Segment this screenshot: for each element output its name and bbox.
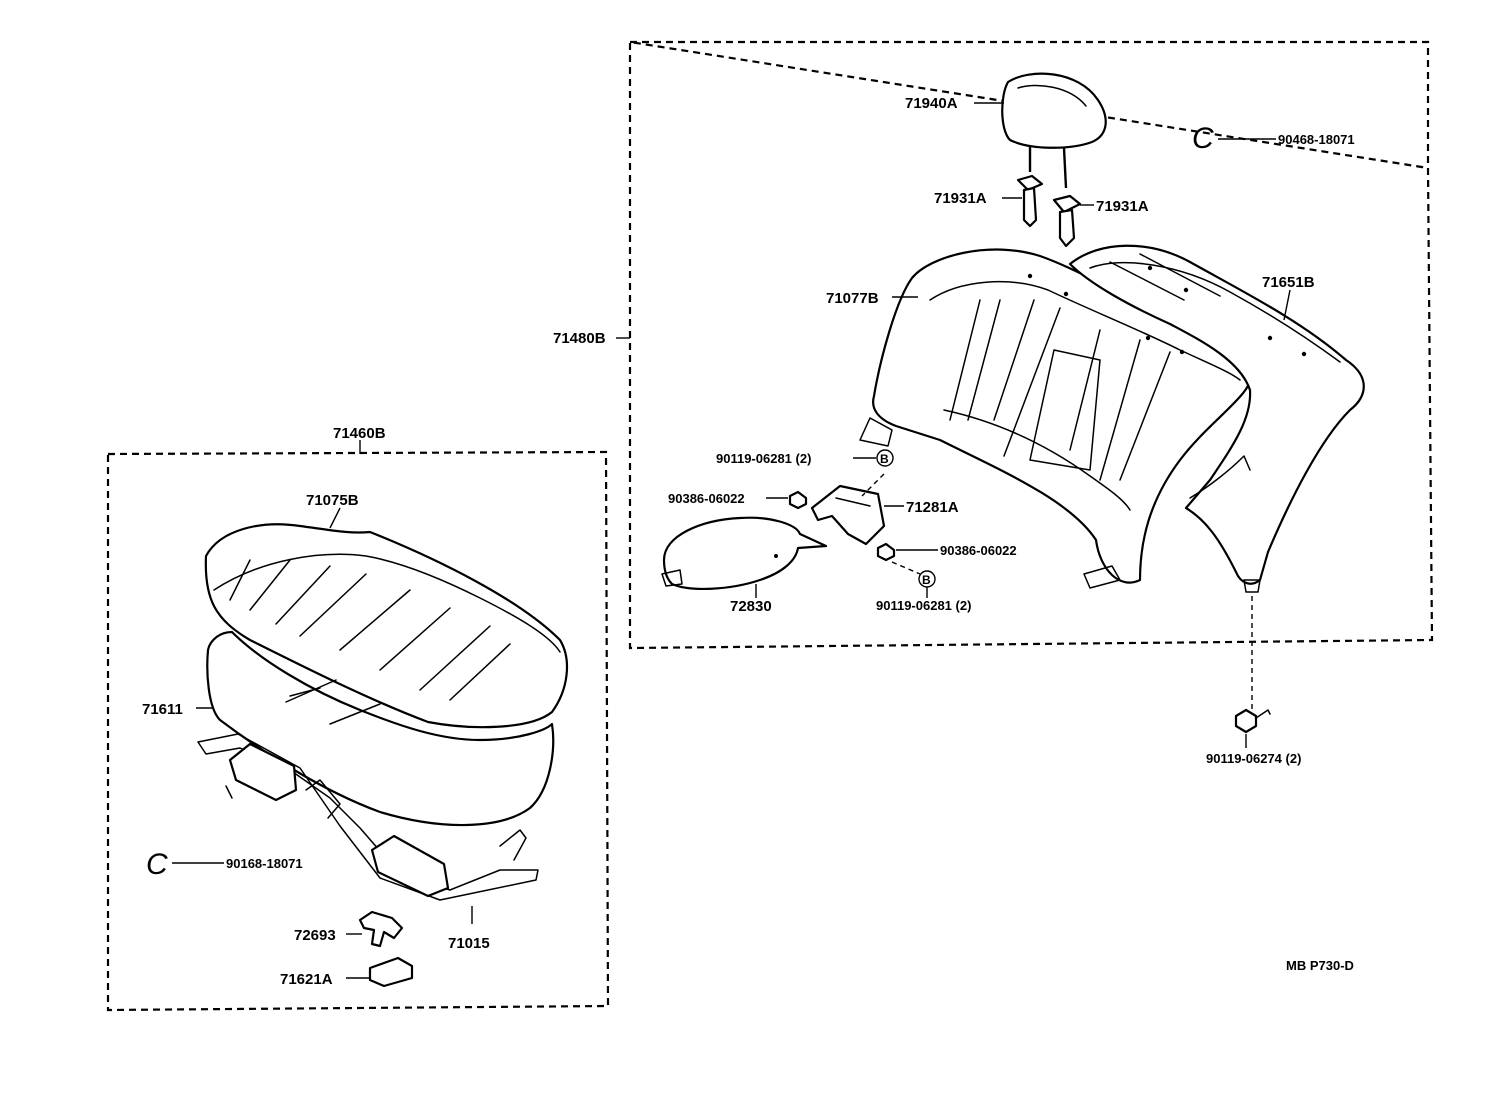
label-nut-right: 90386-06022 [940, 543, 1017, 558]
armrest: 72830 [661, 516, 828, 615]
label-hook: 72693 [294, 927, 336, 944]
label-bolt-bottom: 90119-06274 (2) [1206, 751, 1301, 766]
bolt-bottom: 90119-06274 (2) [1206, 596, 1301, 766]
cushion-cover: 71075B [204, 492, 568, 729]
seat-cushion-group: 71460B [106, 425, 610, 1012]
label-hinge: 71281A [906, 499, 959, 516]
label-bolt-b-bottom: 90119-06281 (2) [876, 598, 971, 613]
stopper: 71621A [280, 956, 414, 988]
label-support-left: 71931A [934, 190, 987, 207]
clip-back-callout: C 90468-18071 [1192, 122, 1355, 155]
label-back-cover-right: 71651B [1262, 274, 1315, 291]
label-clip-back: 90468-18071 [1278, 132, 1355, 147]
headrest: 71940A [905, 72, 1107, 189]
hook: 72693 [294, 910, 404, 948]
group-label-seat-cushion: 71460B [333, 425, 386, 442]
cushion-frame: 71015 [197, 733, 539, 952]
group-label-seat-back: 71480B [553, 330, 606, 347]
nut-left: 90386-06022 [668, 490, 808, 510]
bolt-symbol-bottom: B [922, 573, 931, 587]
label-cushion-cover: 71075B [306, 492, 359, 509]
headrest-support-left: 71931A [934, 174, 1044, 228]
hinge-bracket: 71281A [810, 484, 959, 546]
label-bolt-b-top: 90119-06281 (2) [716, 451, 811, 466]
headrest-support-right: 71931A [1052, 194, 1149, 248]
seat-back-group: 71480B [553, 40, 1434, 650]
clip-cushion-callout: C 90168-18071 [146, 848, 303, 881]
label-cushion-pad: 71611 [142, 701, 183, 718]
bolt-symbol-top: B [880, 452, 889, 466]
clip-symbol-cushion: C [146, 848, 168, 881]
label-headrest: 71940A [905, 95, 958, 112]
label-back-cover-left: 71077B [826, 290, 879, 307]
nut-right: 90386-06022 [876, 542, 1017, 562]
label-frame: 71015 [448, 935, 490, 952]
label-clip-cushion: 90168-18071 [226, 856, 303, 871]
label-stopper: 71621A [280, 971, 333, 988]
drawing-code: MB P730-D [1286, 958, 1354, 973]
seat-back-assembly: 71077B 71651B [826, 244, 1365, 593]
bolt-b-top: B 90119-06281 (2) [716, 449, 894, 497]
bolt-b-bottom: B 90119-06281 (2) [876, 561, 971, 613]
label-support-right: 71931A [1096, 198, 1149, 215]
label-armrest: 72830 [730, 598, 772, 615]
label-nut-left: 90386-06022 [668, 491, 745, 506]
clip-symbol-back: C [1192, 122, 1214, 155]
